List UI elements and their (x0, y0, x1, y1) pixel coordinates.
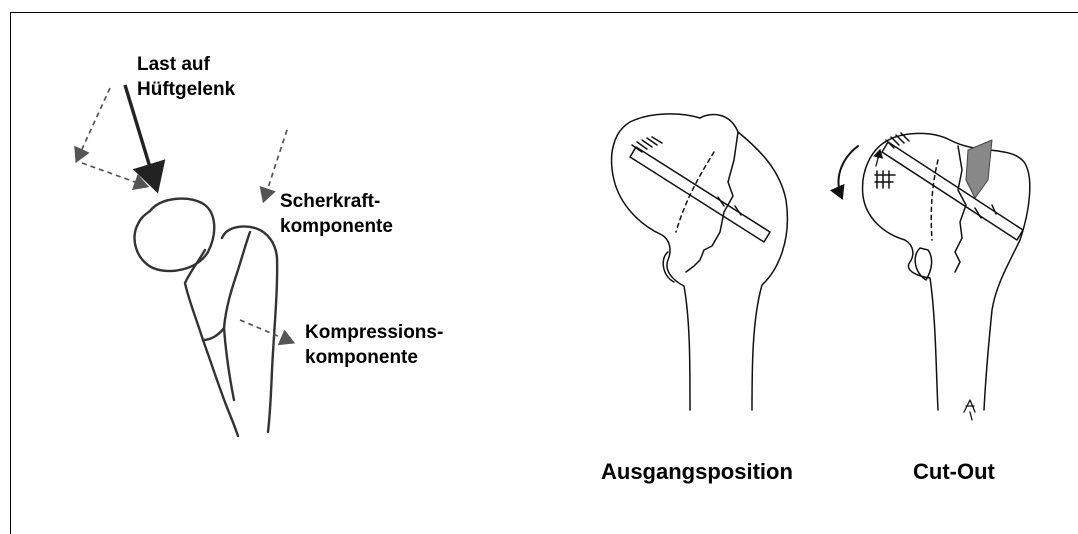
cut-out-caption: Cut-Out (913, 459, 995, 485)
initial-fracture-line (686, 132, 738, 272)
femur-force-diagram (134, 199, 277, 436)
compression-force-arrow (240, 320, 292, 342)
initial-femur-lateral-outline (700, 115, 787, 410)
vertical-component-arrow (77, 88, 110, 160)
load-label-line1: Last auf (137, 52, 235, 77)
cutout-small-arrow (876, 150, 880, 166)
femur-inner-line (224, 328, 234, 400)
shear-label-line1: Scherkraft- (280, 189, 393, 214)
cutout-rotation-arrow (839, 146, 858, 198)
initial-position-caption: Ausgangsposition (601, 459, 793, 485)
compression-label-line1: Kompressions- (305, 320, 443, 345)
load-label: Last auf Hüftgelenk (137, 52, 235, 102)
cutout-lag-screw-thread (886, 133, 909, 148)
compression-label-line2: komponente (305, 345, 443, 370)
greater-trochanter-outline (222, 226, 277, 432)
initial-position-sketch (612, 114, 788, 410)
cut-out-sketch (839, 133, 1030, 420)
femoral-head-outline (134, 199, 214, 271)
cutout-fracture-line (955, 146, 966, 272)
initial-lag-screw-thread (632, 137, 662, 152)
compression-label: Kompressions- komponente (305, 320, 443, 370)
load-label-line2: Hüftgelenk (137, 77, 235, 102)
cutout-lag-screw (882, 142, 1023, 240)
shear-label: Scherkraft- komponente (280, 189, 393, 239)
cutout-femur-outline (863, 142, 938, 410)
cutout-fixation-marks (975, 205, 996, 218)
shear-label-line2: komponente (280, 214, 393, 239)
cutout-displaced-thread-marks (875, 171, 895, 188)
initial-femur-outline (612, 114, 700, 410)
horizontal-component-arrow (82, 163, 146, 186)
cutout-shaded-region (966, 140, 992, 198)
artist-signature (964, 400, 975, 420)
dashed-force-arrows (77, 88, 292, 342)
femur-neck-shaft-outline (185, 232, 250, 340)
cutout-femur-lateral-outline (885, 133, 1030, 410)
initial-lag-screw (630, 147, 770, 242)
